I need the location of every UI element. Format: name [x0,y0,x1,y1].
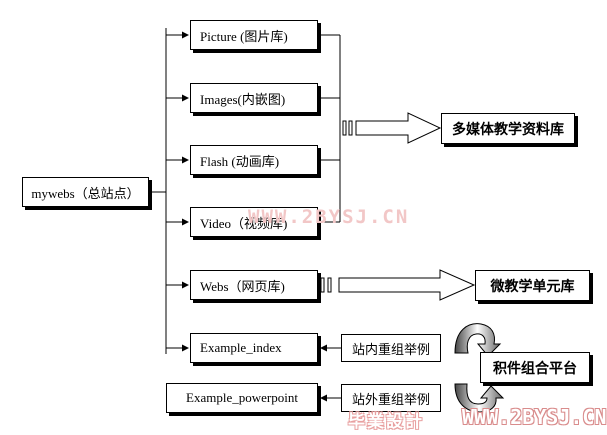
node-webs-library: Webs（网页库) [190,270,318,300]
node-label: Webs（网页库) [200,278,285,294]
node-example-index: Example_index [190,333,318,363]
outer-reorg-label: 站外重组举例 [341,384,441,412]
node-video-library: Video（视频库) [190,207,318,237]
branch-arrows [166,31,189,352]
node-label: Example_powerpoint [186,390,298,405]
reorg-arrows [320,344,341,402]
root-node-label: mywebs（总站点） [31,185,140,201]
node-flash-library: Flash (动画库) [190,145,318,175]
node-images-library: Images(内嵌图) [190,83,318,113]
library-bracket [318,34,341,223]
node-label: Example_index [200,340,282,355]
node-picture-library: Picture (图片库) [190,20,318,50]
watermark-bottom-url: WWW.2BYSJ.CN [462,405,607,429]
target-component-platform: 积件组合平台 [480,352,590,383]
node-label: Flash (动画库) [200,153,280,169]
node-label: Video（视频库) [200,215,288,231]
multimedia-block-arrow [342,112,442,144]
watermark-bottom-cn: 毕業設計 [348,412,424,432]
cycle-arrows [454,323,505,413]
node-label: Images(内嵌图) [200,91,286,107]
target-multimedia-library: 多媒体教学资料库 [441,113,575,144]
root-node-mywebs: mywebs（总站点） [22,177,149,207]
node-example-powerpoint: Example_powerpoint [166,383,318,413]
watermark-center: WWW.2BYSJ.CN [248,206,410,228]
target-micro-unit-library: 微教学单元库 [475,270,590,301]
micro-unit-block-arrow [320,269,476,301]
root-connector [149,28,167,354]
node-label: Picture (图片库) [200,28,288,44]
inner-reorg-label: 站内重组举例 [341,334,441,362]
